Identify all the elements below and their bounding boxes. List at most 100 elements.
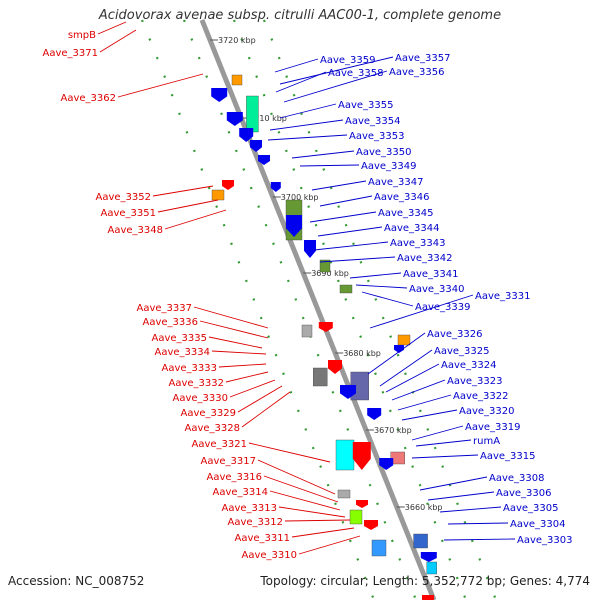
right-leader-line — [267, 134, 348, 141]
left-leader-line — [157, 199, 219, 213]
left-gene-label: Aave_3311 — [235, 533, 291, 544]
gene-arrow — [304, 240, 316, 258]
left-gene-label: Aave_3313 — [222, 503, 278, 514]
left-leader-line — [278, 506, 346, 518]
right-leader-line — [279, 56, 394, 85]
dotted-lane-2 — [232, 19, 468, 600]
gene-arrow — [367, 408, 382, 420]
gene-arrow — [356, 500, 368, 508]
right-leader-line — [367, 332, 426, 375]
left-gene-label: Aave_3348 — [108, 225, 164, 236]
right-gene-label: Aave_3339 — [415, 302, 471, 313]
left-leader-line — [257, 459, 336, 495]
left-leader-line — [291, 527, 355, 538]
gene-block — [339, 284, 353, 294]
gene-arrow — [340, 385, 356, 399]
left-leader-line — [241, 391, 291, 428]
right-gene-label: Aave_3353 — [349, 131, 405, 142]
gene-arrow — [420, 552, 437, 562]
left-leader-line — [298, 535, 361, 555]
right-gene-label: Aave_3303 — [517, 535, 573, 546]
left-gene-label: Aave_3328 — [185, 423, 241, 434]
right-leader-line — [311, 180, 367, 191]
left-leader-line — [164, 209, 227, 230]
left-leader-line — [269, 490, 341, 511]
left-leader-line — [218, 363, 267, 368]
right-gene-label: Aave_3323 — [447, 376, 503, 387]
right-leader-line — [443, 538, 516, 541]
kbp-tick-label: 3660 kbp — [405, 503, 443, 512]
right-gene-label: Aave_3306 — [496, 488, 552, 499]
gene-block — [397, 334, 411, 346]
left-gene-label: Aave_3351 — [101, 208, 157, 219]
kbp-tick-label: 3670 kbp — [374, 426, 412, 435]
right-gene-label: Aave_3324 — [441, 360, 497, 371]
gene-block — [211, 189, 225, 201]
right-leader-line — [415, 439, 472, 447]
gene-block — [301, 324, 313, 338]
right-gene-label: Aave_3356 — [389, 67, 445, 78]
left-gene-label: Aave_3362 — [61, 93, 117, 104]
right-leader-line — [427, 491, 495, 501]
left-leader-line — [97, 21, 127, 35]
gene-block — [426, 561, 437, 575]
gene-block — [371, 539, 387, 557]
right-gene-label: Aave_3331 — [475, 291, 531, 302]
left-leader-line — [225, 371, 269, 383]
right-gene-label: Aave_3342 — [397, 253, 453, 264]
gene-block — [335, 439, 355, 471]
gene-block — [313, 367, 328, 387]
gene-arrow — [270, 182, 281, 192]
left-leader-line — [208, 336, 263, 349]
kbp-tick-label: 3680 kbp — [343, 349, 381, 358]
right-gene-label: Aave_3346 — [374, 192, 430, 203]
left-gene-label: Aave_3316 — [207, 472, 263, 483]
left-leader-line — [152, 185, 214, 197]
gene-arrow — [239, 128, 254, 142]
gene-arrow — [222, 180, 234, 190]
left-gene-label: Aave_3333 — [162, 363, 218, 374]
right-gene-label: Aave_3355 — [338, 100, 394, 111]
right-gene-label: Aave_3343 — [390, 238, 446, 249]
left-gene-label: Aave_3314 — [213, 487, 269, 498]
right-leader-line — [319, 256, 396, 263]
right-leader-line — [361, 291, 414, 307]
left-gene-label: Aave_3332 — [169, 378, 225, 389]
right-gene-label: Aave_3326 — [427, 329, 483, 340]
dotted-lane-3 — [262, 19, 498, 600]
right-leader-line — [309, 211, 377, 223]
right-leader-line — [385, 363, 440, 393]
accession-label: Accession: NC_008752 — [8, 574, 145, 588]
left-leader-line — [248, 442, 331, 463]
kbp-tick-label: 3690 kbp — [311, 269, 349, 278]
left-gene-label: Aave_3312 — [228, 517, 284, 528]
left-leader-line — [237, 385, 283, 413]
right-leader-line — [391, 379, 446, 401]
map-title: Acidovorax avenae subsp. citrulli AAC00-… — [98, 8, 502, 23]
left-gene-label: Aave_3334 — [155, 347, 211, 358]
right-leader-line — [439, 506, 502, 513]
kbp-tick-label: 3700 kbp — [281, 193, 319, 202]
gene-block — [349, 509, 363, 525]
dotted-lane-0 — [140, 19, 376, 600]
left-gene-label: Aave_3317 — [201, 456, 257, 467]
right-gene-label: Aave_3347 — [368, 177, 424, 188]
right-gene-label: Aave_3325 — [434, 346, 490, 357]
right-leader-line — [269, 119, 344, 131]
right-gene-label: Aave_3354 — [345, 116, 401, 127]
right-gene-label: Aave_3341 — [403, 269, 459, 280]
right-leader-line — [355, 284, 408, 289]
left-leader-line — [211, 350, 267, 355]
gene-arrow — [328, 360, 342, 374]
gene-arrow — [352, 442, 371, 470]
gene-arrow — [364, 520, 378, 530]
left-leader-line — [263, 475, 339, 503]
right-gene-label: Aave_3340 — [409, 284, 465, 295]
left-leader-line — [199, 320, 269, 339]
right-leader-line — [279, 103, 337, 119]
gene-arrow — [211, 88, 228, 102]
right-leader-line — [419, 476, 488, 491]
dotted-lane-1 — [182, 19, 418, 600]
right-leader-line — [313, 241, 389, 251]
gene-arrow — [379, 458, 394, 470]
